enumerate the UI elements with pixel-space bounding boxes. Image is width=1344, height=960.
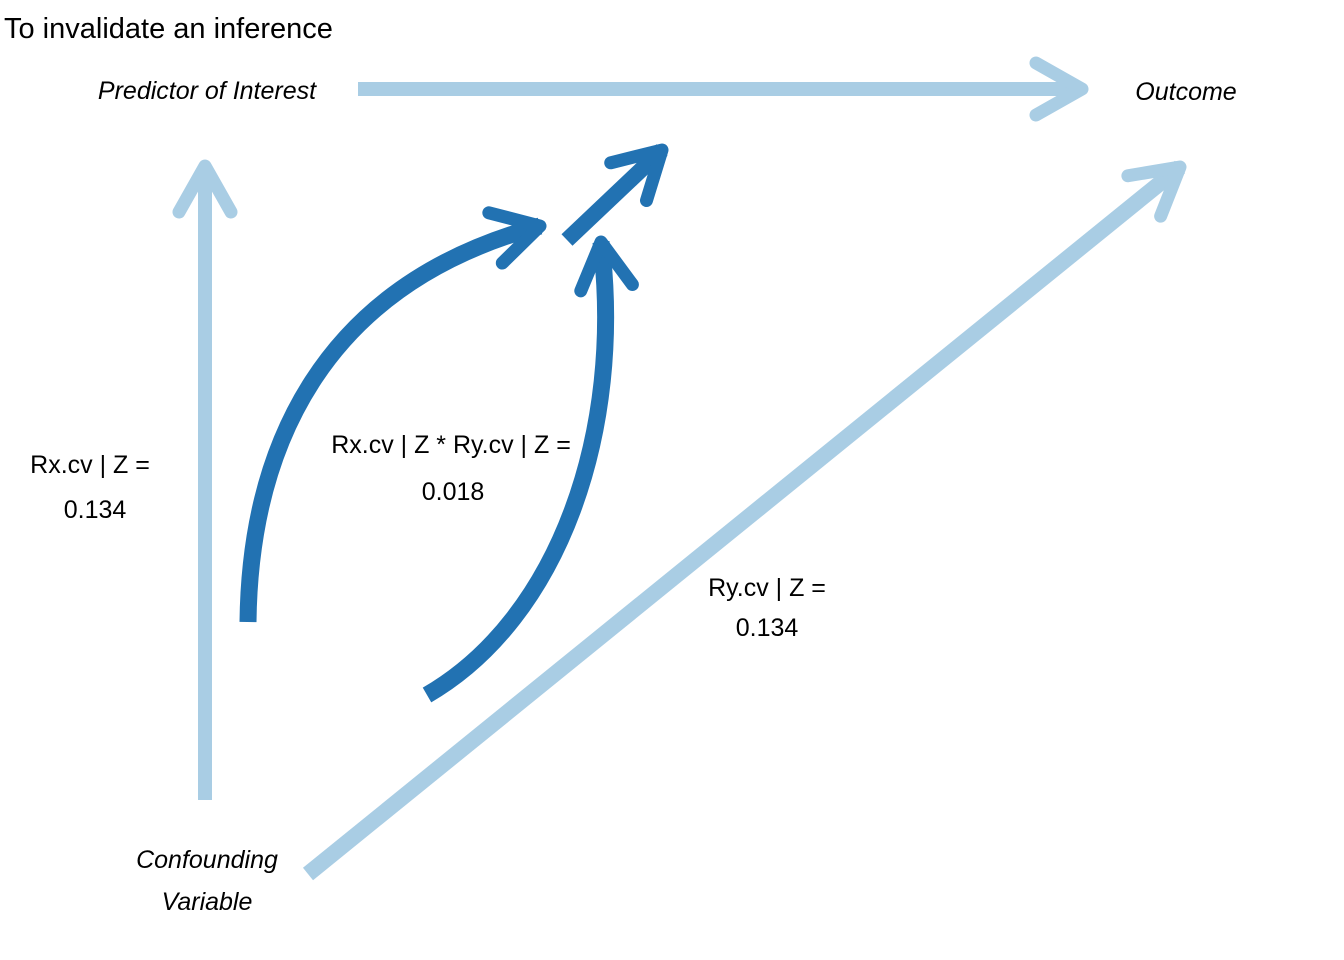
outcome-node-label: Outcome [1135,78,1236,106]
ry-edge-value: 0.134 [736,614,799,642]
predictor-node-label: Predictor of Interest [98,77,317,105]
rx-edge-value: 0.134 [64,496,127,524]
product-edge-value: 0.018 [422,478,485,506]
product-edge-label: Rx.cv | Z * Ry.cv | Z = [331,431,571,459]
rx-impact-curved-arrow [239,206,547,623]
rx-edge-label: Rx.cv | Z = [30,451,150,479]
combined-impact-arrow [561,143,669,246]
ry-impact-curved-arrow [422,235,639,703]
ry-edge-label: Ry.cv | Z = [708,574,826,602]
confounder-to-outcome-arrow [302,160,1187,881]
confounder-node-label-line1: Confounding [136,846,278,874]
page-title: To invalidate an inference [4,13,333,45]
confounder-node-label-line2: Variable [162,888,253,916]
